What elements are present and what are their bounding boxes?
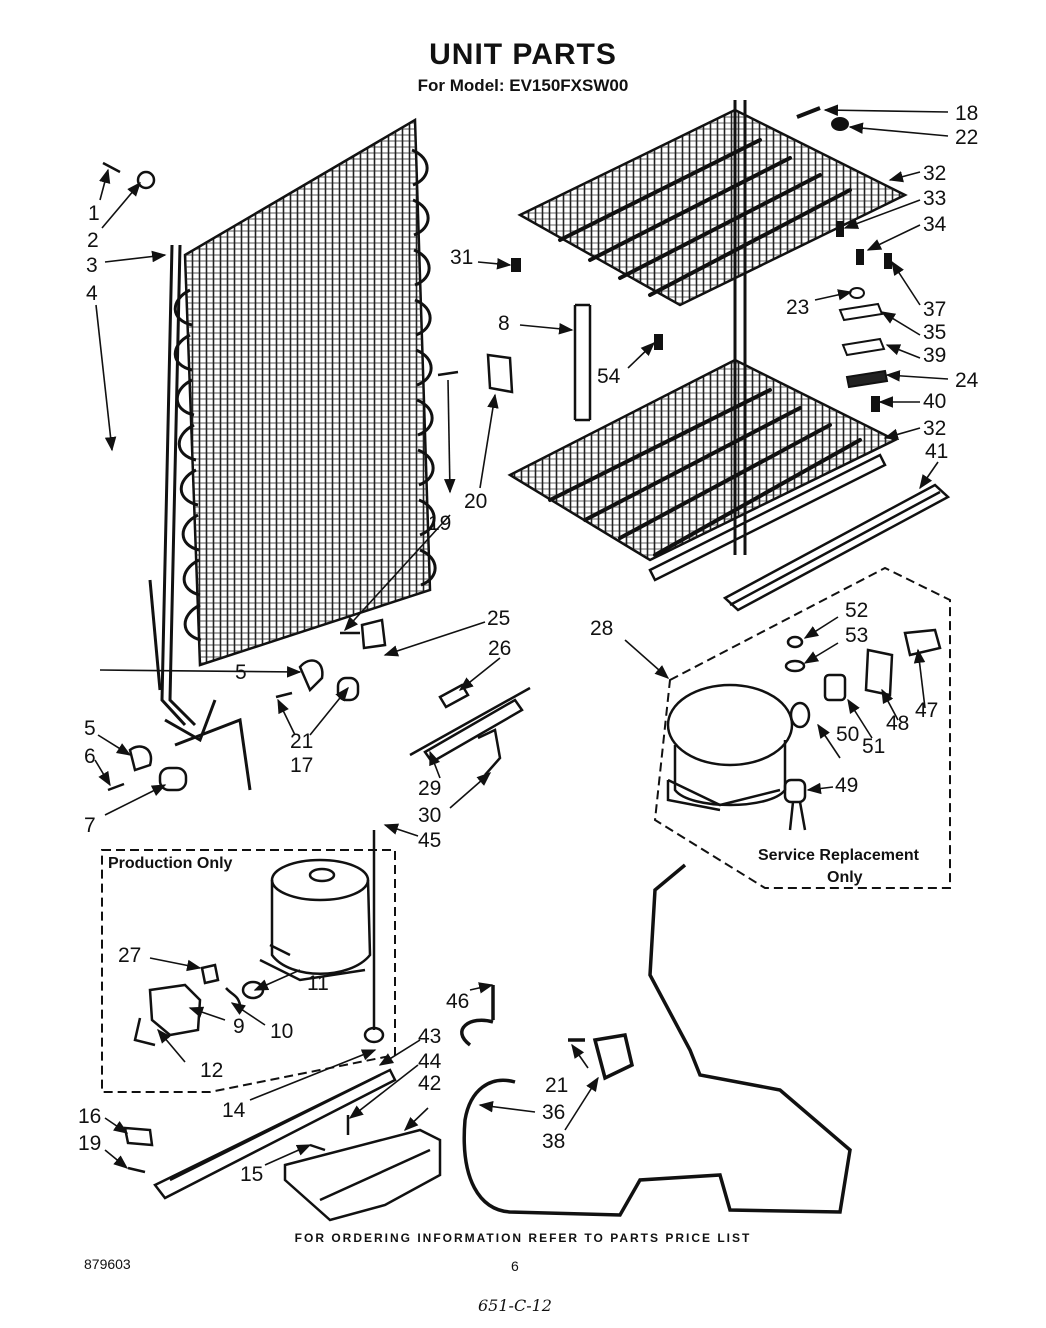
callout-label: 32 xyxy=(923,162,946,185)
callout-label: 20 xyxy=(464,490,487,513)
service-compressor xyxy=(666,683,811,831)
callout-label: 8 xyxy=(498,312,510,335)
callout-label: 3 xyxy=(86,254,98,277)
callout-label: 21 xyxy=(290,730,313,753)
callout-label: 53 xyxy=(845,624,868,647)
callout-label: 2 xyxy=(87,229,99,252)
callout-label: 16 xyxy=(78,1105,101,1128)
callout-label: 9 xyxy=(233,1015,245,1038)
callout-label: 46 xyxy=(446,990,469,1013)
callout-label: 29 xyxy=(418,777,441,800)
callout-label: 27 xyxy=(118,944,141,967)
callout-label: 19 xyxy=(78,1132,101,1155)
callout-label: 7 xyxy=(84,814,96,837)
shelf-hardware xyxy=(511,106,892,412)
callout-label: 17 xyxy=(290,754,313,777)
callout-label: 45 xyxy=(418,829,441,852)
callout-label: 4 xyxy=(86,282,98,305)
callout-label: 51 xyxy=(862,735,885,758)
callout-label: 22 xyxy=(955,126,978,149)
callout-label: 44 xyxy=(418,1050,442,1073)
condenser-assembly xyxy=(148,117,437,791)
callout-label: 50 xyxy=(836,723,859,746)
document-number: 879603 xyxy=(84,1256,131,1272)
callout-label: 11 xyxy=(307,972,329,995)
callout-labels: 1 2 3 4 5 5 6 7 8 9 10 11 12 14 15 16 17… xyxy=(78,102,979,1186)
callout-label: 12 xyxy=(200,1059,223,1082)
gasket-strip xyxy=(722,483,951,612)
production-only-box: Production Only xyxy=(101,849,396,1093)
callout-label: 37 xyxy=(923,298,946,321)
callout-label: 18 xyxy=(955,102,978,125)
callout-label: 54 xyxy=(597,365,621,388)
callout-label: 40 xyxy=(923,390,946,413)
model-subtitle: For Model: EV150FXSW00 xyxy=(417,76,629,95)
callout-label: 34 xyxy=(923,213,947,236)
callout-label: 24 xyxy=(955,369,979,392)
callout-label: 41 xyxy=(925,440,948,463)
service-label-line1: Service Replacement xyxy=(758,847,920,864)
callout-label: 19 xyxy=(428,512,451,535)
callout-label: 47 xyxy=(915,699,938,722)
callout-label: 21 xyxy=(545,1074,568,1097)
callout-label: 39 xyxy=(923,344,946,367)
callout-label: 48 xyxy=(886,712,909,735)
callout-label: 36 xyxy=(542,1101,565,1124)
callout-label: 14 xyxy=(222,1099,246,1122)
leader-lines xyxy=(94,104,949,1169)
callout-label: 6 xyxy=(84,745,96,768)
callout-label: 5 xyxy=(84,717,96,740)
callout-label: 28 xyxy=(590,617,613,640)
production-compressor xyxy=(133,830,385,1047)
callout-label: 33 xyxy=(923,187,946,210)
callout-label: 49 xyxy=(835,774,858,797)
ordering-note: FOR ORDERING INFORMATION REFER TO PARTS … xyxy=(294,1231,752,1245)
callout-label: 42 xyxy=(418,1072,441,1095)
callout-label: 25 xyxy=(487,607,510,630)
callout-label: 15 xyxy=(240,1163,263,1186)
service-label-line2: Only xyxy=(827,869,863,886)
page-title: UNIT PARTS xyxy=(429,38,617,71)
page-number: 6 xyxy=(511,1258,519,1274)
callout-label: 52 xyxy=(845,599,868,622)
refrigerant-tubing xyxy=(460,863,852,1217)
callout-label: 32 xyxy=(923,417,946,440)
callout-label: 26 xyxy=(488,637,511,660)
evaporator-shelves xyxy=(507,100,908,582)
service-replacement-box: Service Replacement Only xyxy=(653,566,951,889)
base-mounting xyxy=(123,1068,442,1222)
callout-label: 35 xyxy=(923,321,946,344)
callout-label: 30 xyxy=(418,804,441,827)
production-label: Production Only xyxy=(108,855,233,872)
callout-label: 38 xyxy=(542,1130,565,1153)
callout-label: 31 xyxy=(450,246,473,269)
callout-label: 23 xyxy=(786,296,809,319)
filter-dryer xyxy=(409,683,531,776)
callout-label: 43 xyxy=(418,1025,441,1048)
callout-label: 10 xyxy=(270,1020,293,1043)
handwritten-note: 651-C-12 xyxy=(478,1296,552,1315)
callout-label: 1 xyxy=(88,202,100,225)
clamps-fasteners xyxy=(102,161,514,792)
callout-label: 5 xyxy=(235,661,247,684)
